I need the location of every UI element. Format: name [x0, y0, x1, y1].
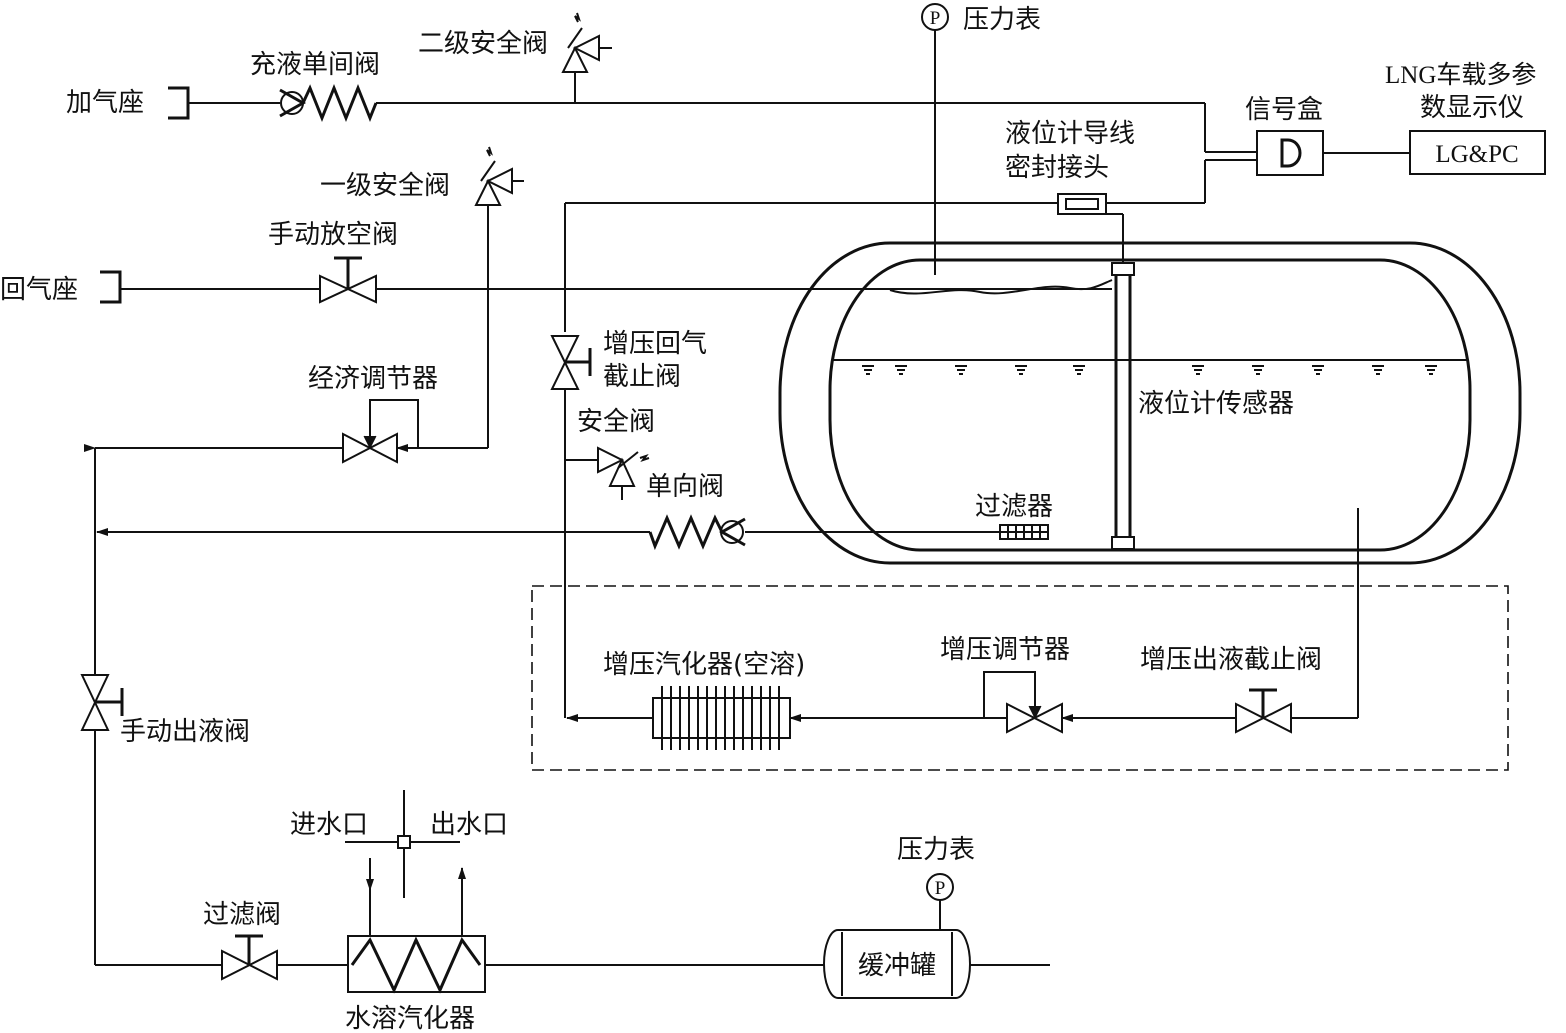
svg-text:P: P [935, 878, 946, 899]
fill-check-valve-icon [279, 83, 378, 123]
level-seal-joint-icon [1057, 193, 1107, 215]
manual-outlet-valve-label: 手动出液阀 [120, 717, 250, 747]
display-unit-box [1409, 130, 1546, 175]
secondary-safety-valve-label: 二级安全阀 [418, 29, 548, 59]
signal-box-label: 信号盒 [1245, 95, 1323, 125]
manual-vent-valve-label: 手动放空阀 [268, 220, 398, 250]
pressure-gauge-bottom-label: 压力表 [897, 835, 975, 865]
safety-valve-icon [597, 446, 650, 500]
display-box-label: LG&PC [1435, 141, 1518, 168]
water-vaporizer-icon [347, 935, 486, 994]
water-vaporizer-label: 水溶汽化器 [345, 1004, 475, 1033]
filling-receptacle-label: 加气座 [66, 88, 144, 118]
safety-valve-label: 安全阀 [577, 407, 655, 437]
primary-safety-valve-label: 一级安全阀 [320, 171, 450, 201]
buffer-tank-label: 缓冲罐 [858, 951, 936, 981]
check-valve-label: 单向阀 [646, 472, 724, 502]
manual-outlet-valve-icon [80, 674, 124, 731]
level-seal-label-line1: 液位计导线 [1005, 119, 1135, 149]
signal-box-icon [1256, 130, 1324, 176]
pressure-build-module-box [531, 585, 1509, 771]
pressure-outlet-stop-label: 增压出液截止阀 [1140, 645, 1322, 675]
pressure-gauge-top-label: 压力表 [963, 5, 1041, 35]
filter-label: 过滤器 [975, 492, 1053, 522]
filter-valve-icon [221, 934, 278, 981]
pressure-outlet-stop-valve-icon [1235, 688, 1292, 734]
liquid-level-marks [862, 365, 1437, 375]
lng-tank [778, 241, 1522, 585]
filter-valve-label: 过滤阀 [203, 900, 281, 930]
pressure-gauge-top-icon: P [921, 3, 949, 275]
tank-inner-vessel [828, 258, 1472, 552]
fill-check-valve-label: 充液单间阀 [250, 50, 380, 80]
svg-text:P: P [930, 8, 941, 29]
secondary-safety-valve-icon [561, 12, 612, 103]
primary-safety-valve-icon [474, 146, 524, 206]
water-connection-icon [345, 790, 466, 936]
pressure-vaporizer-icon [652, 686, 791, 750]
water-inlet-label: 进水口 [290, 810, 368, 840]
economizer-regulator-label: 经济调节器 [308, 364, 438, 394]
return-receptacle-label: 回气座 [0, 275, 78, 305]
pressure-return-stop-valve-icon [550, 335, 592, 390]
water-outlet-label: 出水口 [430, 810, 508, 840]
level-seal-label-line2: 密封接头 [1005, 153, 1109, 183]
buffer-tank-icon [823, 929, 971, 999]
tank-filter-icon [999, 524, 1049, 540]
level-sensor-label: 液位计传感器 [1138, 389, 1294, 419]
display-title-line1: LNG车载多参 [1385, 61, 1536, 89]
vapor-surface-curve [889, 279, 1113, 295]
outlet-check-valve-icon [648, 514, 746, 551]
pressure-regulator-icon [983, 671, 1063, 734]
pressure-return-stop-label-line2: 截止阀 [603, 362, 681, 392]
display-title-line2: 数显示仪 [1420, 93, 1524, 123]
pressure-gauge-bottom-icon: P [926, 873, 954, 930]
tank-outer-shell [778, 241, 1522, 565]
pressure-regulator-label: 增压调节器 [940, 635, 1070, 665]
return-receptacle-icon [100, 270, 122, 304]
manual-vent-valve-icon [319, 256, 377, 304]
filling-receptacle-icon [168, 86, 190, 120]
level-gauge-sensor [1111, 262, 1135, 550]
pressure-return-stop-label-line1: 增压回气 [603, 329, 707, 359]
economizer-regulator-icon [342, 399, 419, 464]
pressure-vaporizer-label: 增压汽化器(空溶) [603, 650, 805, 680]
